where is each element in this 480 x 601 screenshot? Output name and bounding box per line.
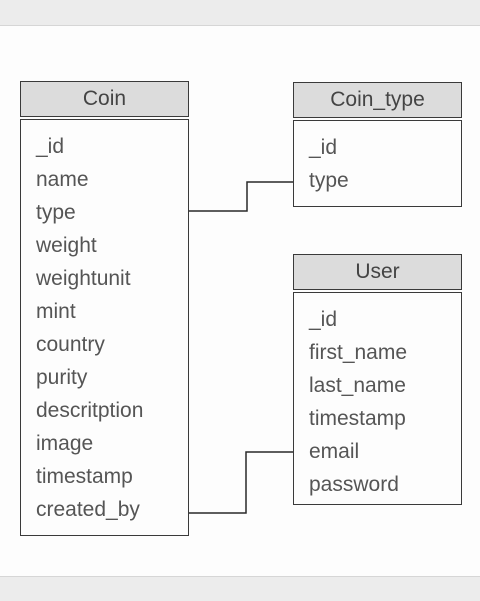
top-toolbar [0,0,480,26]
coin-entity-body: _id name type weight weightunit mint cou… [20,119,189,536]
relation-line-created-by-user[interactable] [189,451,293,514]
user-field[interactable]: timestamp [309,407,406,430]
coin-field[interactable]: type [36,201,76,224]
coin-type-field[interactable]: _id [309,136,338,159]
coin-type-entity-header[interactable]: Coin_type [293,82,462,118]
coin-field[interactable]: created_by [36,498,140,521]
user-field[interactable]: first_name [309,341,408,364]
coin-field[interactable]: image [36,432,94,455]
user-field[interactable]: _id [309,308,338,331]
user-field[interactable]: password [309,473,399,496]
relation-line-coin-type[interactable] [189,181,293,212]
coin-field[interactable]: purity [36,366,88,389]
coin-type-entity-body: _id type [293,120,462,207]
user-field[interactable]: email [309,440,360,463]
user-field[interactable]: last_name [309,374,406,397]
coin-field[interactable]: country [36,333,105,356]
coin-field[interactable]: weight [36,234,97,257]
coin-field[interactable]: mint [36,300,76,323]
coin-field[interactable]: timestamp [36,465,133,488]
user-entity-body: _id first_name last_name timestamp email… [293,292,462,505]
bottom-status-bar [0,576,480,601]
coin-field[interactable]: name [36,168,89,191]
coin-entity-header[interactable]: Coin [20,81,189,117]
coin-field[interactable]: _id [36,135,65,158]
coin-field[interactable]: descritption [36,399,144,422]
user-entity-header[interactable]: User [293,254,462,290]
coin-field[interactable]: weightunit [36,267,131,290]
coin-type-field[interactable]: type [309,169,349,192]
